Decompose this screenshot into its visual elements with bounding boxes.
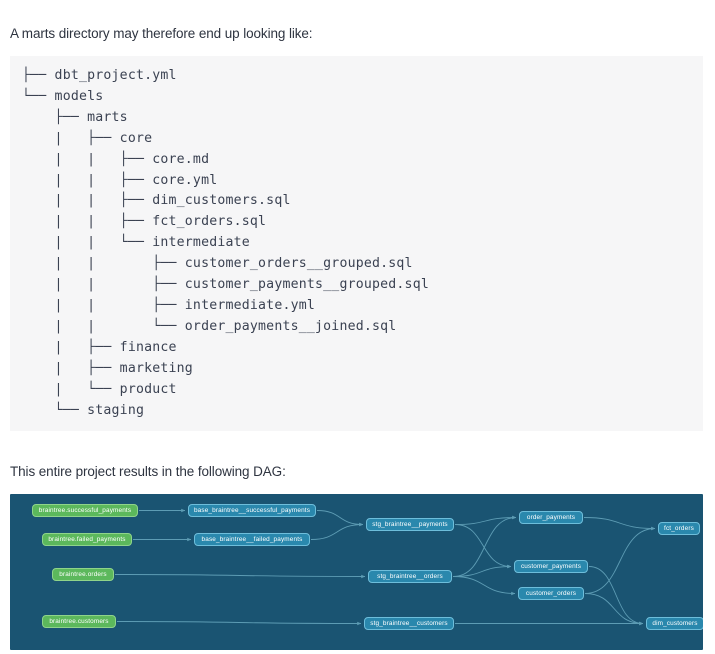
dag-node-base_braintree_successful_payments[interactable]: base_braintree__successful_payments — [188, 504, 316, 518]
dag-node-base_braintree_failed_payments[interactable]: base_braintree__failed_payments — [194, 533, 310, 547]
dag-node-braintree_successful_payments[interactable]: braintree.successful_payments — [32, 504, 138, 518]
dag-node-label: braintree.successful_payments — [38, 506, 132, 514]
dag-edge-order_payments-to-fct_orders — [583, 517, 656, 531]
dag-node-fct_orders[interactable]: fct_orders — [658, 522, 700, 536]
dag-node-customer_payments[interactable]: customer_payments — [514, 560, 588, 574]
dag-node-dim_customers[interactable]: dim_customers — [646, 617, 703, 631]
dag-node-label: order_payments — [526, 513, 576, 521]
dag-edge-base_braintree_successful_payments-to-stg_braintree_payments — [316, 510, 364, 527]
dag-node-label: stg_braintree__customers — [370, 619, 448, 627]
dag-node-label: stg_braintree__orders — [377, 572, 443, 580]
dag-node-label: braintree.failed_payments — [48, 535, 126, 543]
dag-edge-braintree_orders-to-stg_braintree_orders — [114, 574, 366, 579]
dag-node-braintree_orders[interactable]: braintree.orders — [52, 568, 114, 582]
dag-edge-customer_orders-to-fct_orders — [584, 527, 656, 595]
dag-edge-stg_braintree_orders-to-customer_orders — [452, 576, 516, 596]
dag-node-stg_braintree_payments[interactable]: stg_braintree__payments — [366, 518, 454, 532]
dag-node-stg_braintree_orders[interactable]: stg_braintree__orders — [368, 570, 452, 584]
intro-paragraph: A marts directory may therefore end up l… — [10, 25, 313, 41]
dag-node-label: fct_orders — [664, 524, 694, 532]
dag-node-braintree_failed_payments[interactable]: braintree.failed_payments — [42, 533, 132, 547]
dag-edge-stg_braintree_orders-to-customer_payments — [452, 565, 512, 578]
dag-node-order_payments[interactable]: order_payments — [519, 511, 583, 525]
dag-diagram[interactable]: braintree.successful_payments braintree.f… — [10, 494, 703, 651]
dag-edge-braintree_customers-to-stg_braintree_customers — [116, 621, 362, 626]
dag-edge-layer — [114, 509, 656, 626]
dag-node-label: braintree.customers — [49, 617, 109, 625]
dag-node-braintree_customers[interactable]: braintree.customers — [42, 615, 116, 629]
dag-node-label: dim_customers — [652, 619, 698, 627]
dag-node-label: stg_braintree__payments — [372, 520, 448, 528]
dag-paragraph: This entire project results in the follo… — [10, 463, 286, 479]
directory-tree-text: ├── dbt_project.yml └── models ├── marts… — [22, 68, 429, 418]
dag-node-label: customer_orders — [525, 589, 577, 597]
dag-edge-base_braintree_failed_payments-to-stg_braintree_payments — [310, 523, 364, 541]
directory-tree-codeblock: ├── dbt_project.yml └── models ├── marts… — [10, 56, 703, 432]
page-root: A marts directory may therefore end up l… — [0, 14, 715, 654]
dag-node-label: braintree.orders — [59, 570, 107, 578]
dag-edge-customer_payments-to-dim_customers — [588, 566, 644, 626]
dag-edge-stg_braintree_payments-to-order_payments — [454, 516, 517, 526]
dag-edge-customer_orders-to-dim_customers — [584, 593, 644, 626]
dag-node-label: base_braintree__successful_payments — [193, 506, 311, 514]
dag-node-label: customer_payments — [520, 562, 582, 570]
dag-node-customer_orders[interactable]: customer_orders — [518, 587, 584, 601]
dag-node-label: base_braintree__failed_payments — [201, 535, 303, 543]
dag-node-stg_braintree_customers[interactable]: stg_braintree__customers — [364, 617, 454, 631]
dag-edge-stg_braintree_orders-to-order_payments — [452, 516, 517, 578]
dag-edge-stg_braintree_payments-to-customer_payments — [454, 524, 512, 569]
